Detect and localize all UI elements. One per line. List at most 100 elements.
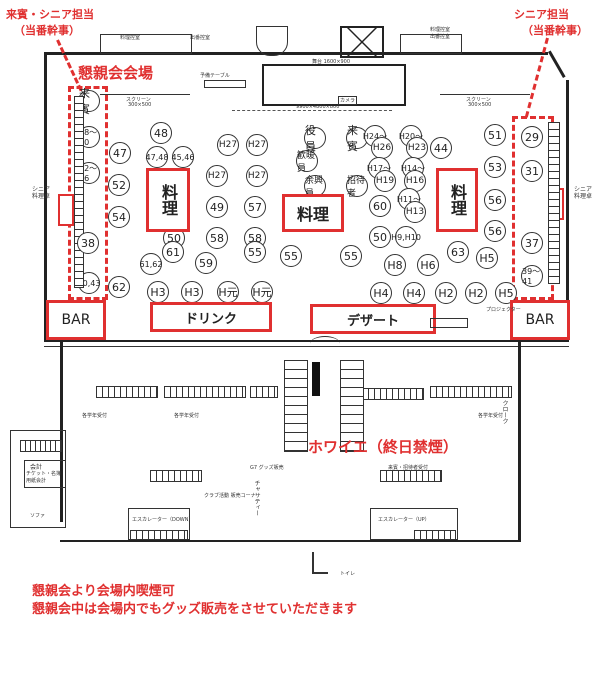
elevator-box [340, 26, 384, 58]
table-40: 55 [244, 241, 266, 263]
escalator-up-label: エスカレーター（UP） [378, 517, 430, 523]
entrance-arrow [312, 362, 320, 396]
table-48: 63 [447, 241, 469, 263]
table-56: H2 [435, 282, 457, 304]
reception-mid-label: 各学年受付 [174, 413, 200, 419]
table-38: 38 [77, 232, 99, 254]
table-14: 52 [108, 174, 130, 196]
food-station-center: 料理 [282, 194, 344, 232]
table-3: 45,46 [172, 146, 194, 168]
screen-right-size: 300×500 [468, 102, 492, 108]
table-24: 49 [206, 196, 228, 218]
reception-desk-7 [380, 470, 442, 482]
foyer-right-wall [518, 342, 521, 542]
table-2: 47,48 [146, 146, 168, 168]
reception-desk-6 [150, 470, 202, 482]
table-30: H13 [404, 201, 426, 223]
table-31: 56 [484, 189, 506, 211]
table-27: 招待者 [346, 175, 368, 199]
charity-board-left [284, 360, 308, 452]
club-label: クラブ活動 販売コーナー [204, 493, 261, 499]
table-46: H8 [384, 254, 406, 276]
reception-desk-2 [164, 386, 246, 398]
reception-desk-4 [356, 388, 424, 400]
table-15: H27 [206, 165, 228, 187]
hall-bottom-wall [44, 340, 569, 342]
corridor-line [44, 342, 569, 347]
kitchen-left-label: 料理控室 [120, 35, 141, 41]
right-corner-sublabel: （当番幹事） [522, 24, 588, 37]
stage-label: 舞台 1600×900 [312, 59, 351, 65]
reception-desk-5 [430, 386, 512, 398]
right-corner-dash [524, 37, 549, 118]
bar-right: BAR [510, 300, 570, 340]
camera-label: カメラ [338, 96, 358, 105]
table-33: 58 [206, 227, 228, 249]
screen-right-bar [440, 94, 530, 95]
kitchen-right-label-2: 出番控室 [430, 34, 451, 40]
food-station-right: 料理 [436, 168, 478, 232]
stage [262, 64, 406, 106]
table-9: H26 [371, 137, 393, 159]
reception-desk-3 [250, 386, 278, 398]
right-corner-label: シニア担当 [514, 8, 569, 21]
table-55: H4 [403, 282, 425, 304]
table-50: H3 [147, 281, 169, 303]
banquet-hall-title: 懇親会会場 [78, 64, 154, 82]
main-door [310, 336, 340, 351]
table-12: 44 [430, 137, 452, 159]
left-chairs [74, 96, 84, 288]
dance-floor-size: 9900×4800×800 [296, 104, 340, 110]
bar-left: BAR [46, 300, 106, 340]
table-11: H23 [406, 137, 428, 159]
screen-left-label: スクリーン [126, 97, 151, 103]
table-13: 51 [484, 124, 506, 146]
escalator-up-steps [414, 530, 456, 540]
table-42: 62 [108, 276, 130, 298]
side-table-right-3: 39〜41 [521, 265, 543, 287]
table-16: H27 [246, 165, 268, 187]
dessert-station: デザート [310, 304, 436, 334]
reception-desk-1 [96, 386, 158, 398]
table-36: 50 [369, 226, 391, 248]
screen-left-bar [100, 94, 190, 95]
side-table-right-2: 37 [521, 232, 543, 254]
table-35: H9,H10 [391, 226, 421, 248]
table-47: H6 [417, 254, 439, 276]
screen-left-size: 300×500 [128, 102, 152, 108]
right-wall [566, 80, 569, 342]
side-table-right-0: 29 [521, 126, 543, 148]
charity-board-right [340, 360, 364, 452]
projector-label: プロジェクター [486, 307, 521, 313]
left-corner-label: 来賓・シニア担当 [6, 8, 94, 21]
table-23: 54 [108, 206, 130, 228]
left-senior-zone [68, 86, 108, 300]
goods-note: 懇親会中は会場内でもグッズ販売をさせていただきます [32, 602, 358, 617]
table-17: 歓暖員 [296, 150, 318, 174]
table-52: H元 [217, 281, 239, 303]
table-58: H5 [495, 282, 517, 304]
ticket-label: チケット・名簿 用紙会計 [26, 471, 62, 484]
sofa-label: ソファ [30, 513, 46, 519]
table-6: 役員 [304, 124, 326, 153]
table-45: 55 [340, 245, 362, 267]
smoking-note: 懇親会より会場内喫煙可 [32, 584, 175, 599]
dessert-side-table [430, 318, 468, 328]
senior-food-left-marker [58, 194, 74, 226]
right-chairs [548, 122, 560, 284]
guests-reception-label: 来賓・招待者受付 [388, 465, 429, 471]
kitchen-right-room [400, 34, 462, 54]
left-wall [44, 52, 47, 342]
table-57: H2 [465, 282, 487, 304]
right-corner-wall [548, 50, 566, 78]
table-0: 48 [150, 122, 172, 144]
table-19: H19 [374, 170, 396, 192]
foyer-bottom-wall [60, 540, 520, 542]
toilet-label: トイレ [340, 571, 356, 577]
table-39: 61 [162, 241, 184, 263]
table-44: 55 [280, 245, 302, 267]
reception-right-label: 各学年受付 [478, 413, 504, 419]
foyer-left-wall [60, 342, 63, 522]
left-corner-sublabel: （当番幹事） [14, 24, 80, 37]
kitchen-left-label-2: 出番控室 [190, 35, 211, 41]
